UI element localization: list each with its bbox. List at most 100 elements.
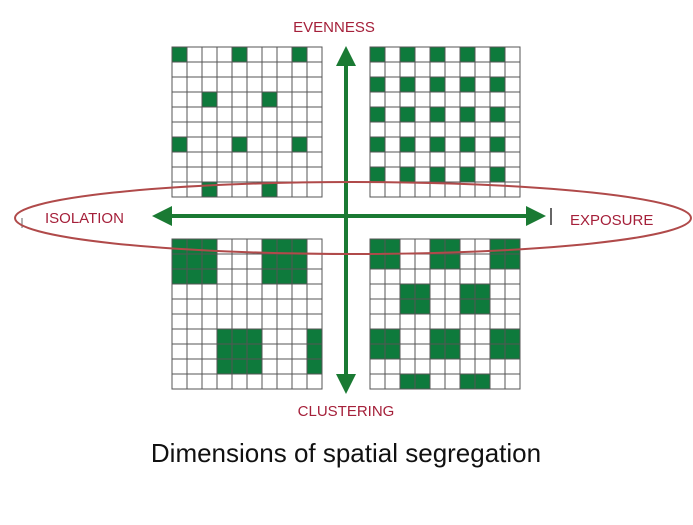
grid-cell-empty bbox=[384, 106, 401, 123]
grid-cell-filled bbox=[489, 46, 506, 63]
grid-cell-empty bbox=[276, 343, 293, 360]
grid-cell-empty bbox=[261, 313, 278, 330]
arrow-right-icon bbox=[526, 206, 546, 226]
grid-cell-empty bbox=[171, 283, 188, 300]
grid-cell-empty bbox=[216, 151, 233, 168]
grid-cell-filled bbox=[384, 343, 401, 360]
grid-cell-filled bbox=[261, 91, 278, 108]
grid-cell-empty bbox=[231, 313, 248, 330]
grid-cell-empty bbox=[276, 46, 293, 63]
grid-cell-empty bbox=[399, 121, 416, 138]
grid-cell-empty bbox=[171, 358, 188, 375]
grid-cell-filled bbox=[369, 238, 386, 255]
grid-cell-empty bbox=[504, 91, 521, 108]
grid-cell-empty bbox=[276, 298, 293, 315]
grid-cell-empty bbox=[246, 253, 263, 270]
grid-cell-empty bbox=[186, 358, 203, 375]
grid-cell-empty bbox=[291, 298, 308, 315]
grid-cell-empty bbox=[444, 283, 461, 300]
grid-cell-empty bbox=[489, 268, 506, 285]
grid-cell-empty bbox=[384, 46, 401, 63]
grid-cell-empty bbox=[186, 313, 203, 330]
grid-cell-empty bbox=[504, 313, 521, 330]
grid-cell-empty bbox=[369, 61, 386, 78]
grid-cell-empty bbox=[186, 181, 203, 198]
grid-cell-empty bbox=[246, 313, 263, 330]
grid-cell-filled bbox=[171, 238, 188, 255]
grid-cell-empty bbox=[384, 151, 401, 168]
grid-cell-empty bbox=[261, 151, 278, 168]
grid-cell-empty bbox=[261, 166, 278, 183]
grid-cell-filled bbox=[291, 238, 308, 255]
grid-cell-empty bbox=[306, 238, 323, 255]
grid-cell-filled bbox=[201, 268, 218, 285]
grid-cell-empty bbox=[201, 121, 218, 138]
grid-cell-empty bbox=[276, 151, 293, 168]
grid-cell-filled bbox=[369, 76, 386, 93]
grid-cell-empty bbox=[414, 238, 431, 255]
grid-cell-empty bbox=[216, 253, 233, 270]
grid-cell-empty bbox=[246, 121, 263, 138]
grid-cell-empty bbox=[291, 328, 308, 345]
grid-cell-empty bbox=[429, 298, 446, 315]
grid-cell-filled bbox=[369, 106, 386, 123]
grid-cell-empty bbox=[429, 181, 446, 198]
grid-cell-empty bbox=[414, 136, 431, 153]
grid-cell-filled bbox=[291, 136, 308, 153]
grid-cell-empty bbox=[384, 136, 401, 153]
grid-cell-filled bbox=[201, 253, 218, 270]
grid-cell-empty bbox=[276, 121, 293, 138]
grid-cell-empty bbox=[504, 61, 521, 78]
grid-cell-empty bbox=[384, 268, 401, 285]
grid-cell-empty bbox=[246, 283, 263, 300]
grid-cell-empty bbox=[399, 151, 416, 168]
grid-cell-empty bbox=[504, 268, 521, 285]
grid-cell-empty bbox=[459, 268, 476, 285]
grid-cell-empty bbox=[414, 343, 431, 360]
grid-cell-empty bbox=[231, 373, 248, 390]
grid-cell-empty bbox=[216, 46, 233, 63]
grid-cell-empty bbox=[504, 151, 521, 168]
grid-cell-empty bbox=[306, 298, 323, 315]
grid-cell-empty bbox=[444, 76, 461, 93]
grid-cell-empty bbox=[414, 76, 431, 93]
grid-cell-empty bbox=[399, 238, 416, 255]
grid-cell-empty bbox=[246, 136, 263, 153]
grid-cell-empty bbox=[186, 46, 203, 63]
grid-cell-empty bbox=[231, 283, 248, 300]
grid-cell-empty bbox=[444, 46, 461, 63]
grid-cell-empty bbox=[504, 121, 521, 138]
grid-cell-filled bbox=[429, 328, 446, 345]
grid-cell-empty bbox=[171, 91, 188, 108]
grid-cell-empty bbox=[399, 313, 416, 330]
grid-cell-empty bbox=[261, 106, 278, 123]
grid-cell-filled bbox=[399, 76, 416, 93]
grid-cell-empty bbox=[276, 106, 293, 123]
grid-cell-filled bbox=[276, 238, 293, 255]
grid-cell-empty bbox=[489, 61, 506, 78]
grid-cell-filled bbox=[429, 136, 446, 153]
grid-cell-filled bbox=[369, 253, 386, 270]
grid-cell-empty bbox=[216, 166, 233, 183]
grid-cell-empty bbox=[414, 166, 431, 183]
grid-cell-empty bbox=[216, 283, 233, 300]
grid-cell-empty bbox=[474, 136, 491, 153]
grid-cell-empty bbox=[429, 91, 446, 108]
grid-cell-empty bbox=[369, 121, 386, 138]
grid-cell-filled bbox=[384, 253, 401, 270]
grid-cell-empty bbox=[474, 121, 491, 138]
grid-cell-empty bbox=[231, 121, 248, 138]
grid-cell-empty bbox=[474, 46, 491, 63]
grid-cell-empty bbox=[231, 151, 248, 168]
grid-cell-empty bbox=[306, 136, 323, 153]
grid-cell-empty bbox=[504, 283, 521, 300]
grid-cell-filled bbox=[414, 283, 431, 300]
grid-cell-empty bbox=[261, 358, 278, 375]
grid-cell-empty bbox=[474, 166, 491, 183]
grid-cell-empty bbox=[444, 373, 461, 390]
grid-cell-empty bbox=[276, 136, 293, 153]
grid-cell-empty bbox=[399, 253, 416, 270]
grid-cell-filled bbox=[459, 46, 476, 63]
grid-cell-empty bbox=[186, 298, 203, 315]
grid-cell-filled bbox=[171, 136, 188, 153]
